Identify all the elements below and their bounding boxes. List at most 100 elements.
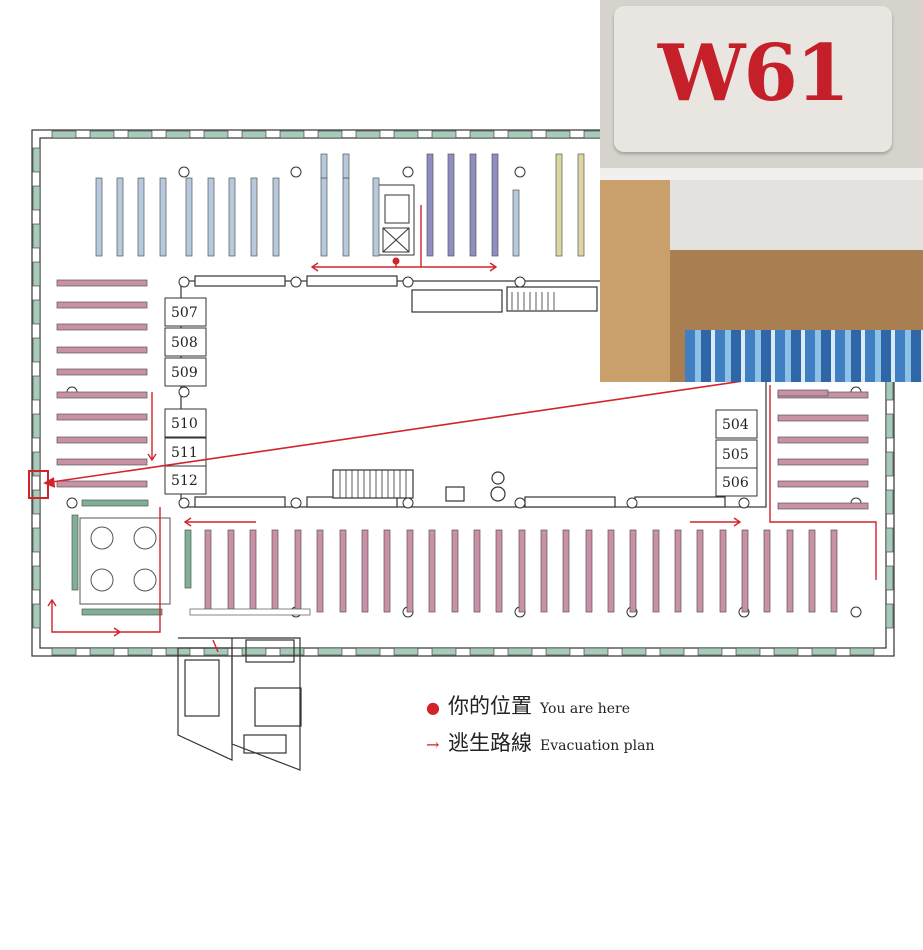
legend-here-zh: 你的位置 (448, 694, 532, 718)
shelf (696, 529, 704, 613)
column (626, 497, 638, 509)
dot-icon: ● (426, 698, 440, 717)
window (355, 130, 381, 139)
shelf-label: W61 (657, 28, 850, 119)
shelf (228, 177, 236, 257)
column (402, 276, 414, 288)
shelf (585, 529, 593, 613)
shelf (830, 529, 838, 613)
shelf (808, 529, 816, 613)
window (241, 647, 267, 656)
window (621, 647, 647, 656)
window (32, 375, 41, 401)
column (402, 497, 414, 509)
window (393, 130, 419, 139)
shelf (116, 177, 124, 257)
shelf (342, 177, 350, 257)
window (32, 489, 41, 515)
window (735, 647, 761, 656)
shelf (786, 529, 794, 613)
shelf (320, 177, 328, 257)
room-508-label: 508 (171, 335, 198, 351)
shelf (763, 529, 771, 613)
shelf (741, 529, 749, 613)
study-room (715, 467, 758, 497)
window (697, 647, 723, 656)
window (659, 647, 685, 656)
window (32, 451, 41, 477)
room-506-label: 506 (722, 475, 749, 491)
evacuation-arrowheads (47, 262, 742, 637)
column (290, 276, 302, 288)
column (178, 166, 190, 178)
window (885, 451, 894, 477)
shelf (56, 413, 148, 421)
shelf (250, 177, 258, 257)
room-504-label: 504 (722, 417, 749, 433)
legend: ● 你的位置 You are here → 逃生路線 Evacuation pl… (426, 690, 654, 764)
shelf (56, 301, 148, 309)
column (850, 606, 862, 618)
window (885, 565, 894, 591)
window (279, 130, 305, 139)
shelf-photo: W61 (600, 0, 923, 382)
shelf (204, 529, 212, 613)
window (885, 489, 894, 515)
shelf (607, 529, 615, 613)
column (178, 497, 190, 509)
shelf (361, 529, 369, 613)
shelf (56, 368, 148, 376)
shelf (207, 177, 215, 257)
column (514, 166, 526, 178)
shelf (562, 529, 570, 613)
study-room (715, 439, 758, 469)
shelf (294, 529, 302, 613)
reading-tables (79, 517, 171, 605)
column (514, 497, 526, 509)
column (178, 386, 190, 398)
window (32, 223, 41, 249)
shelf (249, 529, 257, 613)
window (469, 130, 495, 139)
shelf (383, 529, 391, 613)
shelf (81, 608, 163, 616)
shelf (777, 389, 829, 397)
shelf (426, 153, 434, 257)
window (203, 647, 229, 656)
stair-annex (177, 637, 302, 771)
room-510-label: 510 (171, 416, 198, 432)
shelf (95, 177, 103, 257)
shelf (56, 346, 148, 354)
window (127, 130, 153, 139)
legend-route-zh: 逃生路線 (448, 731, 532, 755)
room-507-label: 507 (171, 305, 198, 321)
window (317, 647, 343, 656)
window (89, 647, 115, 656)
window (32, 185, 41, 211)
window (885, 413, 894, 439)
shelf (342, 153, 350, 179)
window (51, 130, 77, 139)
window (811, 647, 837, 656)
shelf (56, 480, 148, 488)
shelf (777, 502, 869, 510)
shelf (495, 529, 503, 613)
shelf (674, 529, 682, 613)
shelf (777, 458, 869, 466)
window (32, 299, 41, 325)
legend-here-en: You are here (540, 701, 630, 717)
shelf (473, 529, 481, 613)
window (32, 565, 41, 591)
shelf (159, 177, 167, 257)
shelf (512, 189, 520, 257)
shelf (56, 279, 148, 287)
shelf (189, 608, 311, 616)
shelf (451, 529, 459, 613)
you-are-here-marker (392, 257, 400, 265)
shelf (56, 458, 148, 466)
legend-you-are-here: ● 你的位置 You are here (426, 690, 654, 727)
shelf (71, 514, 79, 591)
room-511-label: 511 (171, 445, 198, 461)
shelf (777, 414, 869, 422)
